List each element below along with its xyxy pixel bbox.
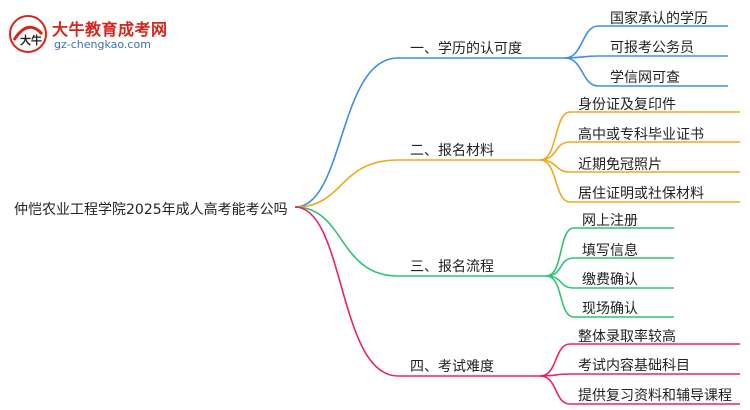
connector-branch-4 bbox=[294, 206, 540, 377]
logo-icon: 大牛 bbox=[9, 15, 47, 53]
leaf-fill-info: 填写信息 bbox=[582, 243, 638, 259]
logo-mark: 大牛 bbox=[20, 33, 42, 47]
connector-leaf-1-3 bbox=[564, 57, 728, 87]
logo-title: 大牛教育成考网 bbox=[52, 20, 168, 39]
leaf-basic-subjects: 考试内容基础科目 bbox=[578, 358, 690, 374]
connector-leaf-3-4 bbox=[545, 275, 674, 318]
connector-leaf-4-1 bbox=[539, 343, 740, 377]
leaf-chsi-verifiable: 学信网可查 bbox=[610, 70, 680, 86]
connector-leaf-2-1 bbox=[539, 111, 740, 161]
connector-branch-3 bbox=[294, 206, 546, 277]
branch-process: 三、报名流程 bbox=[410, 259, 494, 275]
leaf-onsite-confirm: 现场确认 bbox=[582, 301, 638, 317]
leaf-review-materials: 提供复习资料和辅导课程 bbox=[578, 388, 732, 404]
connector-leaf-2-4 bbox=[539, 159, 740, 203]
connector-leaf-3-1 bbox=[545, 227, 674, 277]
connector-leaf-4-3 bbox=[539, 375, 740, 405]
connector-branch-1 bbox=[294, 57, 565, 208]
connector-leaf-3-2 bbox=[545, 257, 674, 277]
connector-branch-2 bbox=[294, 159, 540, 208]
leaf-residence-proof: 居住证明或社保材料 bbox=[578, 186, 704, 202]
connector-leaf-4-2 bbox=[539, 373, 740, 377]
logo-url: gz-chengkao.com bbox=[54, 38, 151, 51]
leaf-diploma: 高中或专科毕业证书 bbox=[578, 127, 704, 143]
connector-leaf-1-1 bbox=[564, 25, 728, 59]
connector-leaf-2-2 bbox=[539, 141, 740, 161]
root-node: 仲恺农业工程学院2025年成人高考能考公吗 bbox=[14, 202, 288, 218]
leaf-admission-rate: 整体录取率较高 bbox=[578, 329, 676, 345]
leaf-civil-service: 可报考公务员 bbox=[610, 40, 694, 56]
leaf-recognized-degree: 国家承认的学历 bbox=[610, 11, 708, 27]
leaf-payment-confirm: 缴费确认 bbox=[582, 272, 638, 288]
branch-recognition: 一、学历的认可度 bbox=[410, 41, 522, 57]
branch-difficulty: 四、考试难度 bbox=[410, 359, 494, 375]
leaf-id-card: 身份证及复印件 bbox=[578, 97, 676, 113]
leaf-online-register: 网上注册 bbox=[582, 213, 638, 229]
connector-leaf-1-2 bbox=[564, 55, 728, 59]
branch-materials: 二、报名材料 bbox=[410, 143, 494, 159]
leaf-photo: 近期免冠照片 bbox=[578, 157, 662, 173]
